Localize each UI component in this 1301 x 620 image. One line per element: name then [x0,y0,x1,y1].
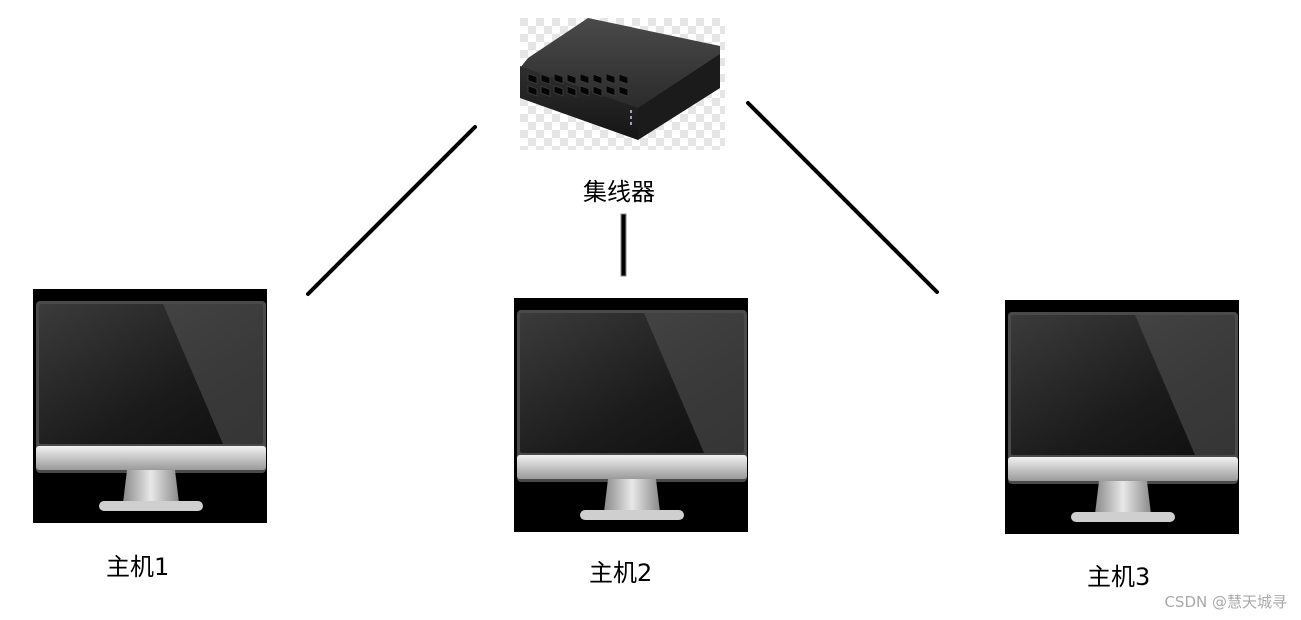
host2-monitor-icon [514,298,748,532]
link-hub-host2 [620,213,627,277]
watermark: CSDN @慧天城寻 [1164,593,1287,611]
host1-label: 主机1 [106,553,170,581]
link-hub-host1 [306,125,477,296]
host3-monitor-icon [1005,300,1239,534]
link-hub-host3 [746,101,939,294]
hub-label: 集线器 [583,178,655,206]
host1-monitor-icon [33,289,267,523]
host3-label: 主机3 [1087,563,1151,591]
network-hub-icon [520,18,725,150]
host2-label: 主机2 [589,559,653,587]
